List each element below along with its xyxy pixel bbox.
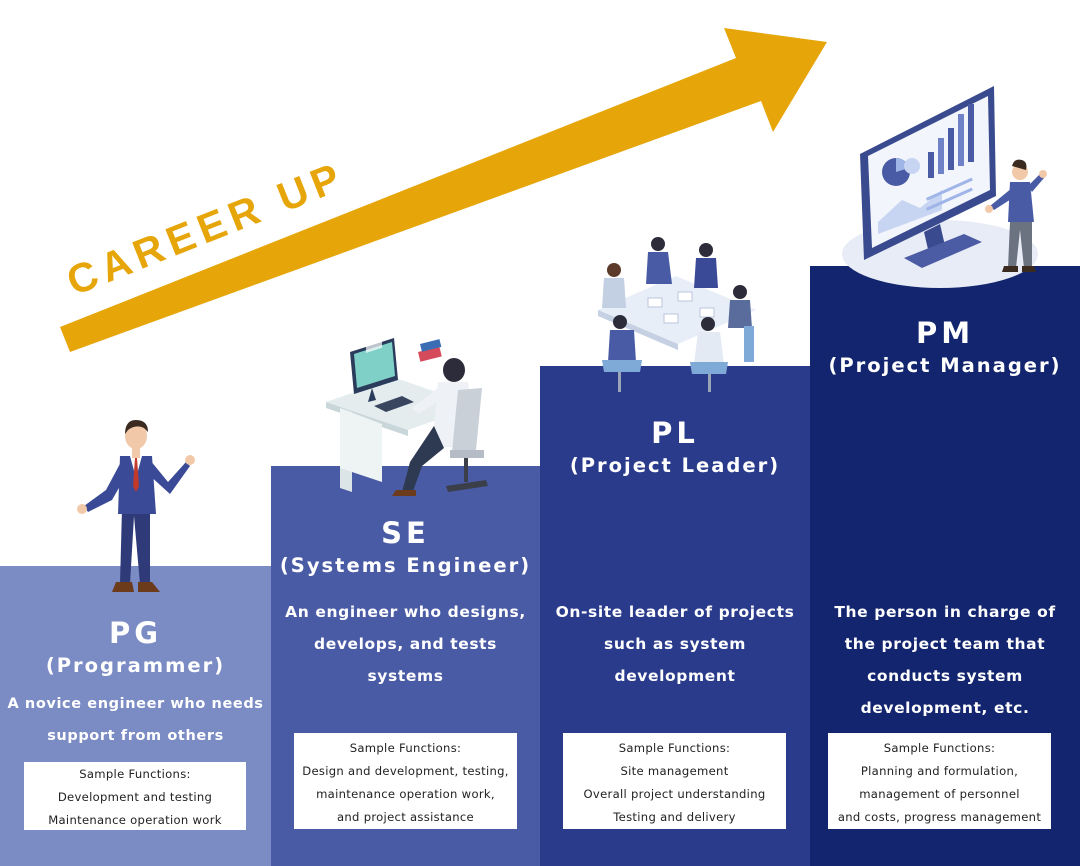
pm-desc-line: conducts system: [867, 667, 1023, 685]
se-functions-title: Sample Functions:: [349, 741, 462, 755]
pl-function-item: Site management: [620, 764, 729, 778]
pg-desc-line: A novice engineer who needs: [7, 696, 264, 712]
pg-desc-line: support from others: [47, 728, 224, 744]
pl-fullname: (Project Leader): [569, 454, 781, 477]
pm-function-item: management of personnel: [859, 787, 1020, 801]
se-function-item: maintenance operation work,: [316, 787, 495, 801]
se-function-item: and project assistance: [337, 810, 474, 824]
se-desc-line: An engineer who designs,: [285, 603, 526, 621]
pl-description: On-site leader of projects such as syste…: [552, 596, 798, 692]
column-pg: PG (Programmer) A novice engineer who ne…: [0, 566, 271, 866]
pm-fullname: (Project Manager): [828, 354, 1062, 377]
pl-desc-line: development: [614, 667, 736, 685]
pm-function-item: Planning and formulation,: [860, 764, 1019, 778]
engineer-illustration: [326, 337, 488, 496]
se-desc-line: develops, and tests: [314, 635, 497, 653]
column-pl: PL (Project Leader) On-site leader of pr…: [540, 366, 810, 866]
pg-functions-title: Sample Functions:: [79, 767, 191, 781]
pl-desc-line: such as system: [604, 635, 746, 653]
pg-function-item: Development and testing: [57, 790, 213, 804]
pl-function-item: Testing and delivery: [613, 810, 736, 824]
pm-functions-box: Sample Functions: Planning and formulati…: [828, 733, 1051, 829]
manager-illustration: [842, 86, 1047, 288]
se-functions-box: Sample Functions: Design and development…: [294, 733, 517, 829]
pg-fullname: (Programmer): [45, 654, 226, 677]
pg-function-item: Maintenance operation work: [48, 813, 222, 827]
se-description: An engineer who designs, develops, and t…: [283, 596, 528, 692]
pl-functions-title: Sample Functions:: [618, 741, 731, 755]
pm-function-item: and costs, progress management: [837, 810, 1042, 824]
pm-desc-line: The person in charge of: [834, 603, 1056, 621]
pg-functions-box: Sample Functions: Development and testin…: [24, 762, 246, 830]
se-desc-line: systems: [367, 667, 444, 685]
pl-abbr: PL: [651, 416, 699, 450]
pm-functions-title: Sample Functions:: [883, 741, 996, 755]
se-abbr: SE: [381, 516, 430, 550]
pg-description: A novice engineer who needs support from…: [4, 688, 267, 752]
column-pm: PM (Project Manager) The person in charg…: [810, 266, 1080, 866]
pm-desc-line: the project team that: [844, 635, 1046, 653]
pm-desc-line: development, etc.: [860, 699, 1030, 717]
programmer-illustration: [77, 420, 195, 592]
pg-abbr: PG: [108, 616, 163, 650]
pm-description: The person in charge of the project team…: [822, 596, 1068, 724]
team-meeting-illustration: [598, 237, 756, 392]
se-function-item: Design and development, testing,: [302, 764, 509, 778]
pm-abbr: PM: [915, 316, 975, 350]
pl-function-item: Overall project understanding: [583, 787, 766, 801]
career-up-label: CAREER UP: [60, 152, 352, 304]
pl-desc-line: On-site leader of projects: [555, 603, 795, 621]
column-se: SE (Systems Engineer) An engineer who de…: [271, 466, 540, 866]
se-fullname: (Systems Engineer): [279, 554, 532, 577]
pl-functions-box: Sample Functions: Site management Overal…: [563, 733, 786, 829]
